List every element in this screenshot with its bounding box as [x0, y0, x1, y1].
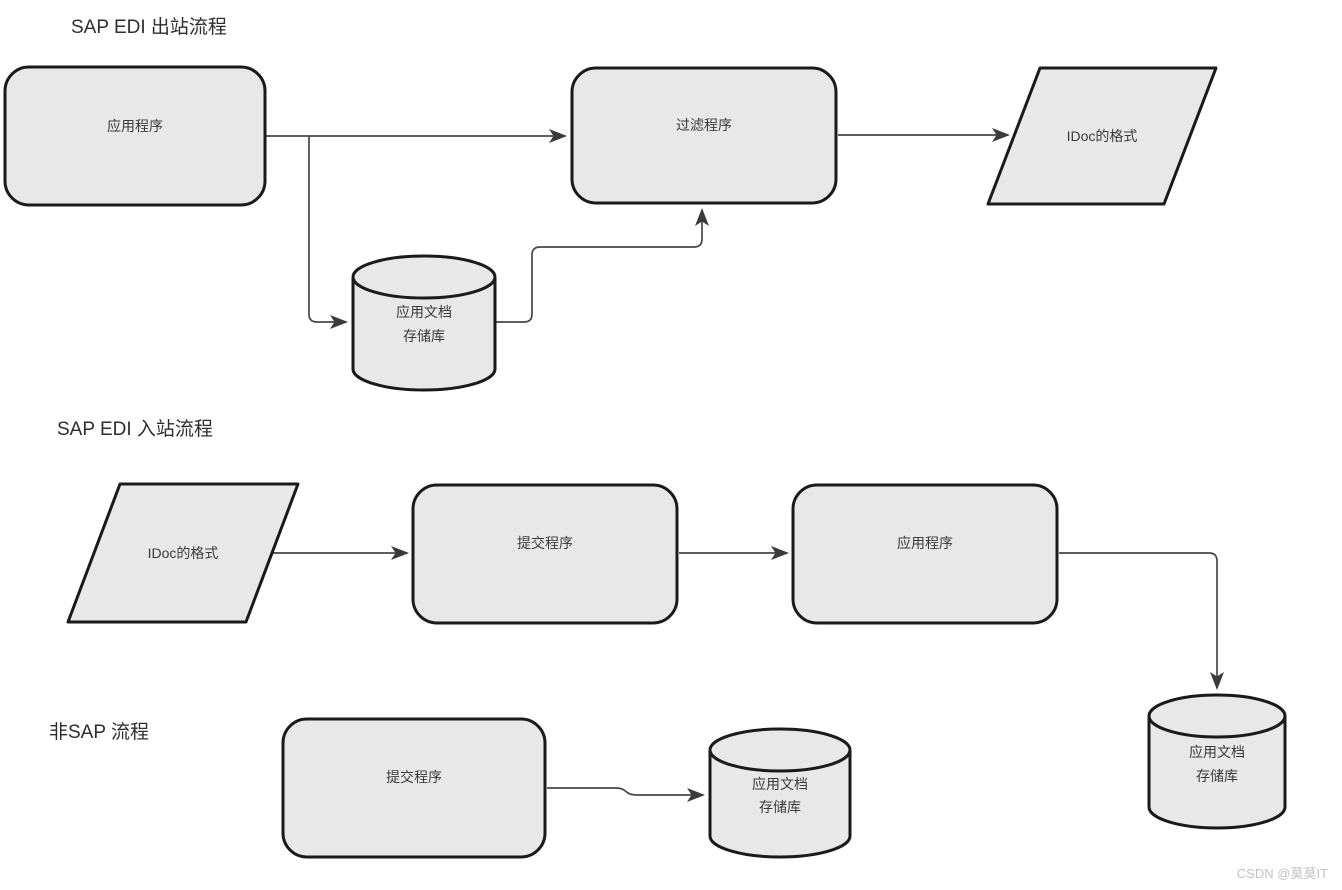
database-top-arc: [708, 749, 852, 773]
node-label-line1: 应用文档: [396, 304, 452, 320]
node-label-line2: 存储库: [1196, 768, 1238, 784]
connector-app-to-repository: [308, 136, 348, 329]
database-shape: [708, 727, 852, 859]
node-app-doc-repository: 应用文档 存储库: [1147, 693, 1287, 830]
node-label: 提交程序: [517, 535, 573, 551]
database-top-arc: [1147, 715, 1287, 739]
flow-title-outbound: SAP EDI 出站流程: [71, 16, 227, 38]
process-shape: [411, 483, 679, 625]
process-shape: [3, 65, 267, 207]
node-submit-program: 提交程序: [281, 717, 547, 859]
node-label: 提交程序: [386, 769, 442, 785]
node-label: 应用程序: [897, 535, 953, 551]
watermark-text: CSDN @莫莫IT: [1237, 866, 1328, 881]
flow-sap-edi-inbound: SAP EDI 入站流程 IDoc的格式 提交程序 应用程序 应用文档 存储库: [57, 418, 1287, 830]
node-label-line1: 应用文档: [752, 776, 808, 792]
connector-repository-to-filter: [495, 208, 709, 323]
node-label: IDoc的格式: [148, 545, 219, 561]
node-idoc-format: IDoc的格式: [986, 66, 1218, 206]
data-shape: [986, 66, 1218, 206]
flow-title-non-sap: 非SAP 流程: [49, 721, 149, 743]
node-submit-program: 提交程序: [411, 483, 679, 625]
flow-sap-edi-outbound: SAP EDI 出站流程 应用程序 过滤程序 IDoc的格式 应用文档 存储库: [3, 16, 1218, 392]
database-shape: [351, 254, 497, 392]
node-label: IDoc的格式: [1067, 128, 1138, 144]
node-filter-program: 过滤程序: [570, 66, 838, 205]
node-application-program: 应用程序: [3, 65, 267, 207]
database-shape: [1147, 693, 1287, 830]
process-shape: [570, 66, 838, 205]
process-shape: [791, 483, 1059, 625]
connector-submit-to-repository: [547, 787, 705, 802]
flow-title-inbound: SAP EDI 入站流程: [57, 418, 213, 440]
node-label: 应用程序: [107, 118, 163, 134]
node-application-program: 应用程序: [791, 483, 1059, 625]
process-shape: [281, 717, 547, 859]
node-label-line2: 存储库: [403, 328, 445, 344]
database-top-arc: [351, 276, 497, 300]
node-idoc-format: IDoc的格式: [66, 482, 300, 624]
node-label-line1: 应用文档: [1189, 744, 1245, 760]
data-shape: [66, 482, 300, 624]
flow-non-sap: 非SAP 流程 提交程序 应用文档 存储库: [49, 717, 852, 859]
connector-app-to-repository: [1059, 552, 1224, 690]
node-app-doc-repository: 应用文档 存储库: [708, 727, 852, 859]
node-label-line2: 存储库: [759, 799, 801, 815]
node-label: 过滤程序: [676, 117, 732, 133]
node-app-doc-repository: 应用文档 存储库: [351, 254, 497, 392]
